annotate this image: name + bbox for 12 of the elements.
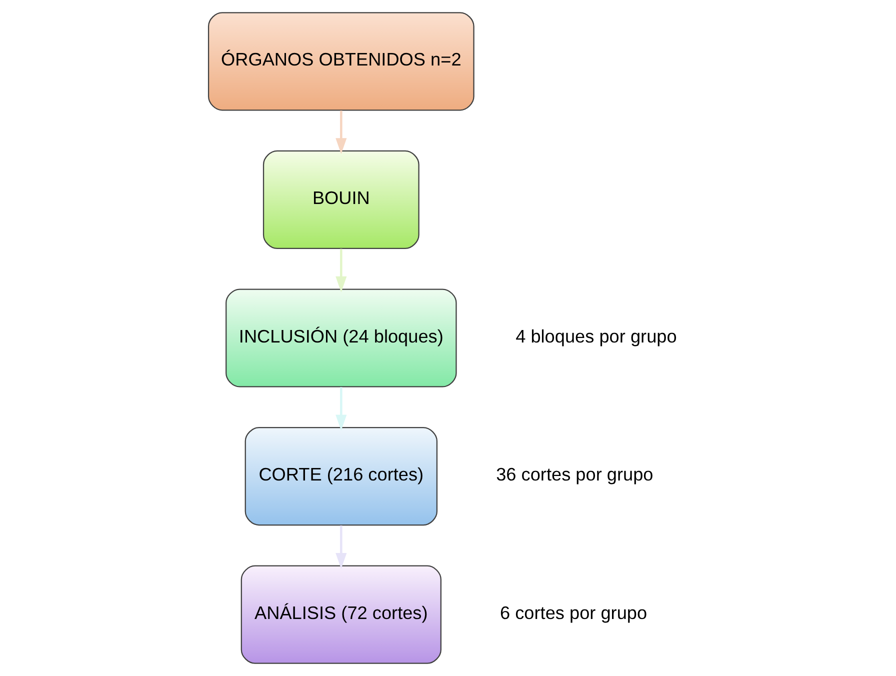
node-box: ÓRGANOS OBTENIDOS n=2: [208, 12, 474, 111]
node-box: INCLUSIÓN (24 bloques): [226, 288, 457, 388]
arrow: [336, 387, 347, 431]
arrow: [336, 110, 347, 154]
node-label: 6 cortes por grupo: [500, 602, 648, 623]
node-box: CORTE (216 cortes): [244, 426, 438, 526]
arrow: [336, 248, 347, 292]
node-label: 36 cortes por grupo: [496, 464, 654, 485]
node-box: BOUIN: [262, 150, 420, 250]
arrow: [336, 525, 347, 569]
node-label: 4 bloques por grupo: [516, 326, 677, 346]
node-box: ANÁLISIS (72 cortes): [240, 565, 442, 664]
